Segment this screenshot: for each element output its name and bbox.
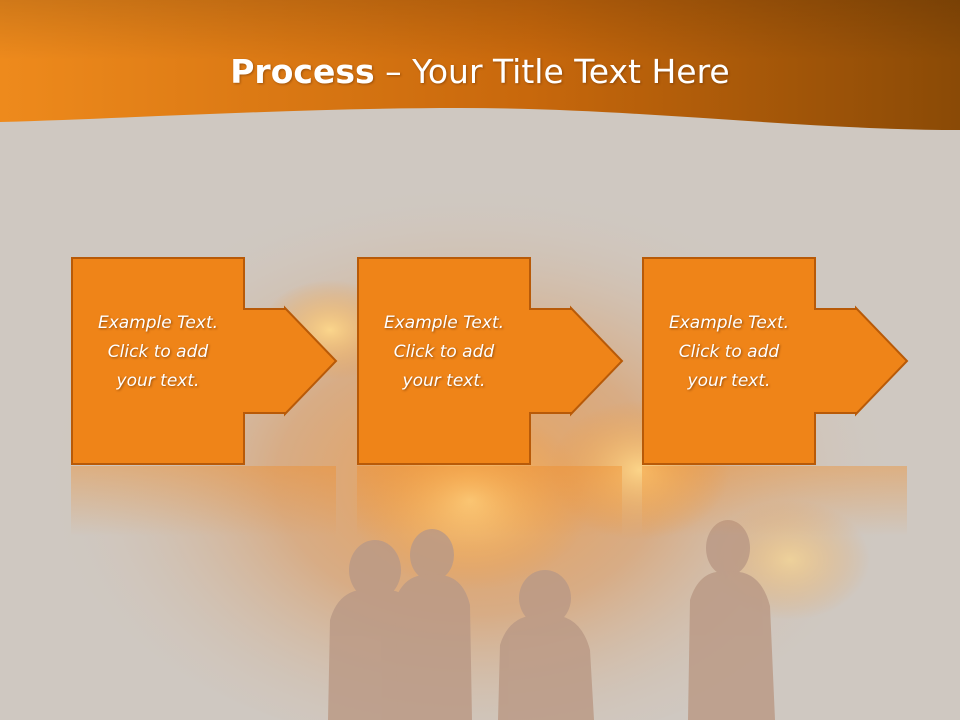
step-3-text: Example Text. Click to add your text. [646, 309, 812, 396]
step-text-line: Example Text. [668, 313, 790, 333]
step-1-text: Example Text. Click to add your text. [75, 309, 241, 396]
arrow-box-shape [357, 257, 624, 465]
process-step-1[interactable]: Example Text. Click to add your text. [71, 257, 338, 465]
process-step-3[interactable]: Example Text. Click to add your text. [642, 257, 909, 465]
step-3-reflection [642, 466, 907, 536]
process-step-2[interactable]: Example Text. Click to add your text. [357, 257, 624, 465]
step-text-line: Click to add [678, 342, 780, 362]
step-text-line: Click to add [107, 342, 209, 362]
step-text-line: your text. [116, 371, 200, 391]
title-rest: – Your Title Text Here [374, 52, 730, 91]
step-1-reflection [71, 466, 336, 536]
title-bold: Process [230, 52, 375, 91]
step-2-text: Example Text. Click to add your text. [361, 309, 527, 396]
step-2-reflection [357, 466, 622, 536]
step-text-line: Example Text. [97, 313, 219, 333]
arrow-box-shape [642, 257, 909, 465]
step-text-line: Click to add [393, 342, 495, 362]
step-text-line: Example Text. [383, 313, 505, 333]
step-text-line: your text. [687, 371, 771, 391]
step-text-line: your text. [402, 371, 486, 391]
slide-title[interactable]: Process – Your Title Text Here [0, 52, 960, 91]
arrow-box-shape [71, 257, 338, 465]
